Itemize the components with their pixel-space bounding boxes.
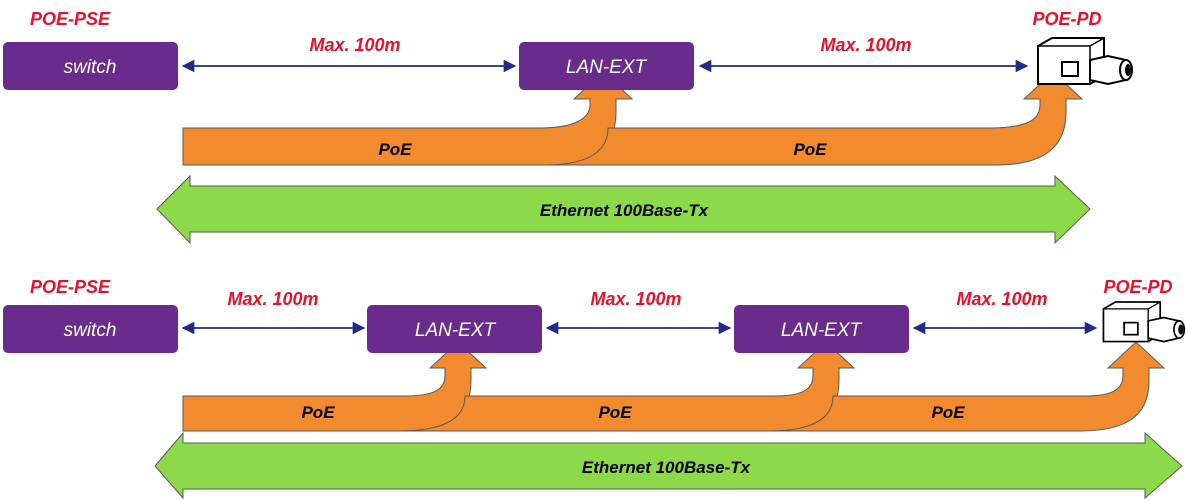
top-switch-label: switch <box>64 57 117 78</box>
bottom-ethernet-label: Ethernet 100Base-Tx <box>582 458 752 477</box>
bottom-poe-label-1: PoE <box>301 403 335 422</box>
top-lan-ext-label: LAN-EXT <box>566 57 648 78</box>
bottom-lan-ext-label-1: LAN-EXT <box>415 320 497 341</box>
top-poe-arrow-2 <box>545 71 1084 166</box>
top-ethernet-arrow <box>156 174 1091 245</box>
top-poe-label-1: PoE <box>378 140 412 159</box>
top-distance-1: Max. 100m <box>309 35 400 55</box>
bottom-switch-node <box>3 305 178 353</box>
bottom-poe-arrow-3 <box>769 341 1166 432</box>
bottom-pse-label: POE-PSE <box>30 277 111 297</box>
top-lan-ext-node <box>519 42 694 90</box>
bottom-distance-3: Max. 100m <box>956 289 1047 309</box>
top-camera-icon <box>1037 37 1133 86</box>
top-poe-label-2: PoE <box>793 140 827 159</box>
bottom-ethernet-arrow <box>154 431 1183 500</box>
top-pse-label: POE-PSE <box>30 9 111 29</box>
bottom-switch-label: switch <box>64 320 117 341</box>
bottom-lan-ext-node-1 <box>367 305 542 353</box>
bottom-lan-ext-node-2 <box>734 305 909 353</box>
top-pd-label: POE-PD <box>1032 9 1101 29</box>
bottom-distance-1: Max. 100m <box>227 289 318 309</box>
bottom-poe-label-3: PoE <box>931 403 965 422</box>
bottom-distance-2: Max. 100m <box>590 289 681 309</box>
bottom-lan-ext-label-2: LAN-EXT <box>781 320 863 341</box>
top-distance-2: Max. 100m <box>820 35 911 55</box>
bottom-poe-label-2: PoE <box>598 403 632 422</box>
top-diagram: Ethernet 100Base-Tx PoE PoE Max. 100m Ma… <box>3 9 1133 245</box>
top-switch-node <box>3 42 178 90</box>
top-ethernet-label: Ethernet 100Base-Tx <box>540 201 710 220</box>
bottom-camera-icon <box>1102 301 1186 343</box>
bottom-diagram: Ethernet 100Base-Tx PoE PoE PoE Max. 100… <box>3 277 1186 500</box>
bottom-pd-label: POE-PD <box>1103 277 1172 297</box>
